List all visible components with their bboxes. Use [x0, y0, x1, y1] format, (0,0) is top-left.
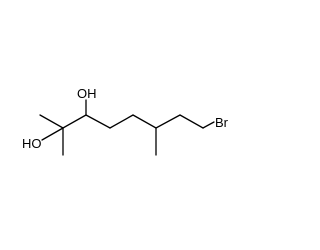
bromine-label: Br — [215, 115, 229, 130]
bond-c3-c4 — [85, 114, 111, 129]
hydroxyl-label-upper: OH — [77, 86, 97, 101]
bond-c4-c5 — [109, 114, 134, 129]
bond-c2-c3 — [62, 114, 87, 129]
bond-c6-c7 — [155, 114, 181, 129]
bond-c2-oh — [41, 127, 64, 141]
bond-c5-c6 — [132, 114, 157, 129]
bond-methyl-top-c2 — [39, 114, 64, 129]
structure-diagram: OH HO Br — [22, 86, 229, 156]
bond-c7-c8 — [179, 114, 204, 129]
hydroxyl-label-lower: HO — [22, 136, 42, 151]
bond-c8-br — [202, 121, 215, 129]
